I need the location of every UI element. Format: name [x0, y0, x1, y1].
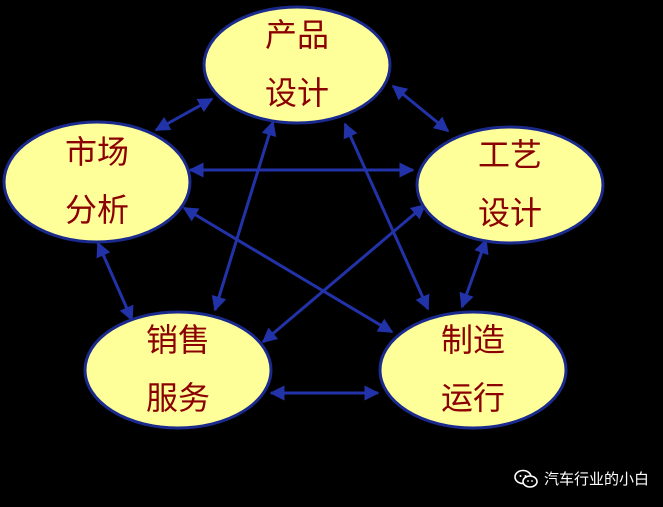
node-label-line1: 市场: [65, 133, 129, 171]
arrow-process-design-manufacturing-operation: [459, 238, 489, 309]
node-ellipse: [378, 310, 568, 430]
node-label-line2: 设计: [478, 194, 542, 232]
arrow-product-design-market-analysis: [154, 97, 214, 132]
node-ellipse: [415, 125, 605, 245]
edges-layer: [96, 84, 489, 401]
watermark: 汽车行业的小白: [514, 468, 649, 489]
node-label-line2: 服务: [146, 379, 210, 417]
arrow-product-design-manufacturing-operation: [343, 122, 430, 311]
watermark-text: 汽车行业的小白: [543, 470, 649, 488]
arrow-product-design-process-design: [391, 84, 450, 133]
wechat-icon: [514, 469, 538, 488]
node-label-line1: 工艺: [478, 136, 542, 174]
node-label-line2: 分析: [65, 191, 129, 229]
node-label-line1: 销售: [146, 321, 210, 359]
arrow-process-design-sales-service: [261, 203, 427, 344]
node-label-line1: 产品: [265, 16, 329, 54]
node-ellipse: [2, 120, 192, 244]
node-label-line2: 运行: [441, 379, 505, 417]
node-label-line1: 制造: [441, 321, 505, 359]
arrow-market-analysis-sales-service: [96, 241, 134, 322]
node-ellipse: [83, 310, 273, 430]
node-ellipse: [202, 5, 392, 125]
node-label-line2: 设计: [265, 74, 329, 112]
arrow-market-analysis-manufacturing-operation: [182, 206, 394, 334]
arrow-product-design-sales-service: [211, 120, 277, 312]
